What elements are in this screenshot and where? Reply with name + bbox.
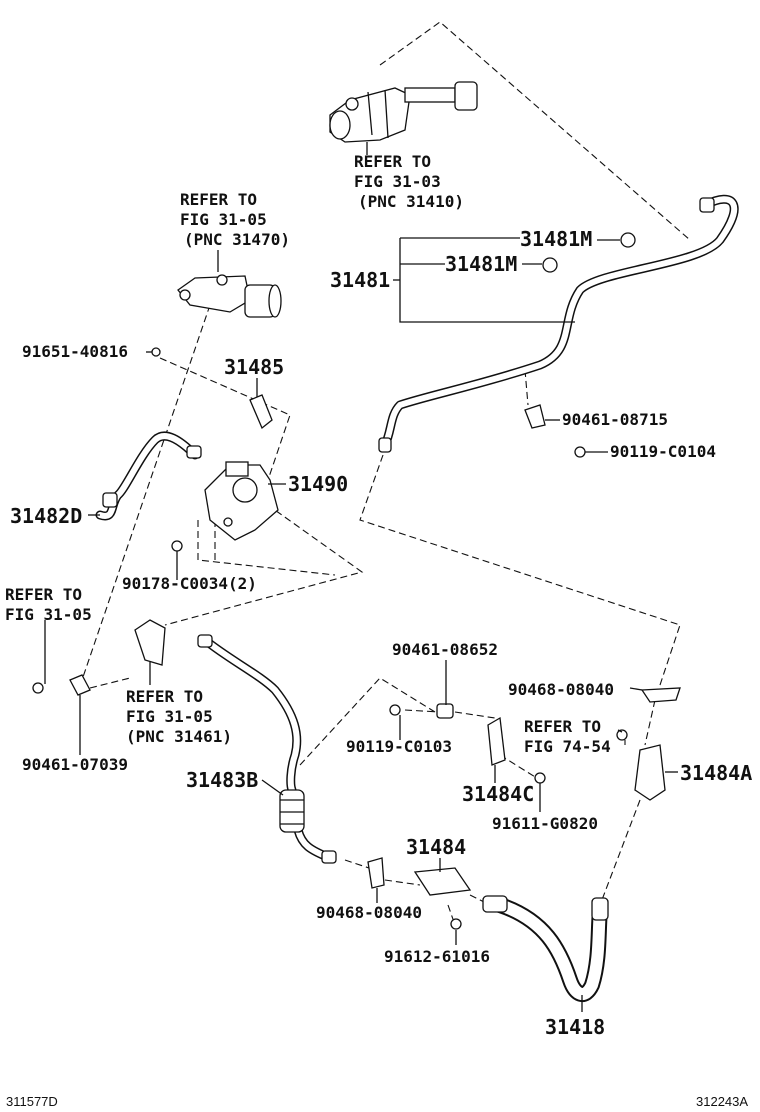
pipe-31482d: [95, 431, 200, 521]
ref-master-cylinder: REFER TO FIG 31-03 (PNC 31410): [354, 152, 464, 211]
dashed-guides: [81, 21, 691, 926]
ref-fig: FIG 31-05: [126, 707, 213, 726]
ref-fig74: REFER TO FIG 74-54: [524, 717, 611, 756]
label-31481m-b: 31481M: [445, 252, 517, 276]
label-90178-c0034: 90178-C0034(2): [122, 574, 257, 593]
hose-31418: [492, 897, 608, 1002]
label-31482d: 31482D: [10, 504, 82, 528]
bolts-nuts: [32, 232, 636, 930]
ref-text: REFER TO: [354, 152, 431, 171]
ref-text: REFER TO: [180, 190, 257, 209]
bracket-31484c: [487, 716, 506, 766]
label-31485: 31485: [224, 355, 284, 379]
clutch-master-cylinder: [329, 81, 478, 143]
union-90461-08715: [524, 404, 546, 429]
fittings: [102, 197, 715, 921]
label-90468-08040-left: 90468-08040: [316, 903, 422, 922]
ref-pnc: (PNC 31410): [358, 192, 464, 211]
label-31418: 31418: [545, 1015, 605, 1039]
ref-text: REFER TO: [126, 687, 203, 706]
label-91611-g0820: 91611-G0820: [492, 814, 598, 833]
pipe-31483b: [200, 635, 335, 863]
ref-fig: FIG 31-03: [354, 172, 441, 191]
bracket-31484: [367, 857, 472, 896]
label-90119-c0103: 90119-C0103: [346, 737, 452, 756]
label-90461-07039: 90461-07039: [22, 755, 128, 774]
label-90461-08715: 90461-08715: [562, 410, 668, 429]
ref-pnc: (PNC 31470): [184, 230, 290, 249]
ref-fig: FIG 31-05: [180, 210, 267, 229]
label-31484a: 31484A: [680, 761, 752, 785]
ref-fig: FIG 31-05: [5, 605, 92, 624]
ref-pnc: (PNC 31461): [126, 727, 232, 746]
label-31481: 31481: [330, 268, 390, 292]
ref-text: REFER TO: [5, 585, 82, 604]
bracket-31485: [249, 394, 273, 430]
label-90119-c0104: 90119-C0104: [610, 442, 716, 461]
pipe-31481: [380, 194, 739, 450]
label-91612-61016: 91612-61016: [384, 947, 490, 966]
leader-lines: [44, 142, 678, 1012]
ref-release-cylinder: REFER TO FIG 31-05 (PNC 31470): [180, 190, 290, 249]
label-31484c: 31484C: [462, 782, 534, 806]
ref-fig: FIG 74-54: [524, 737, 611, 756]
ref-lever: REFER TO FIG 31-05 (PNC 31461): [126, 687, 232, 746]
damper-31483b: [279, 789, 305, 833]
ref-left-fig: REFER TO FIG 31-05: [5, 585, 92, 624]
ref-text: REFER TO: [524, 717, 601, 736]
label-91651-40816: 91651-40816: [22, 342, 128, 361]
label-31483b: 31483B: [186, 768, 258, 792]
label-31481m-a: 31481M: [520, 227, 592, 251]
label-31484: 31484: [406, 835, 466, 859]
part-labels: 31481M 31481M 31481 91651-40816 31485 90…: [10, 227, 752, 1039]
lever-bracket: [69, 619, 166, 696]
label-31490: 31490: [288, 472, 348, 496]
footer-left-code: 311577D: [6, 1094, 58, 1109]
label-90461-08652: 90461-08652: [392, 640, 498, 659]
clutch-release-cylinder: [177, 274, 282, 318]
valve-31490: [204, 461, 279, 541]
clamp-31484a: [634, 687, 681, 801]
label-90468-08040-right: 90468-08040: [508, 680, 614, 699]
footer-right-code: 312243A: [696, 1094, 748, 1109]
